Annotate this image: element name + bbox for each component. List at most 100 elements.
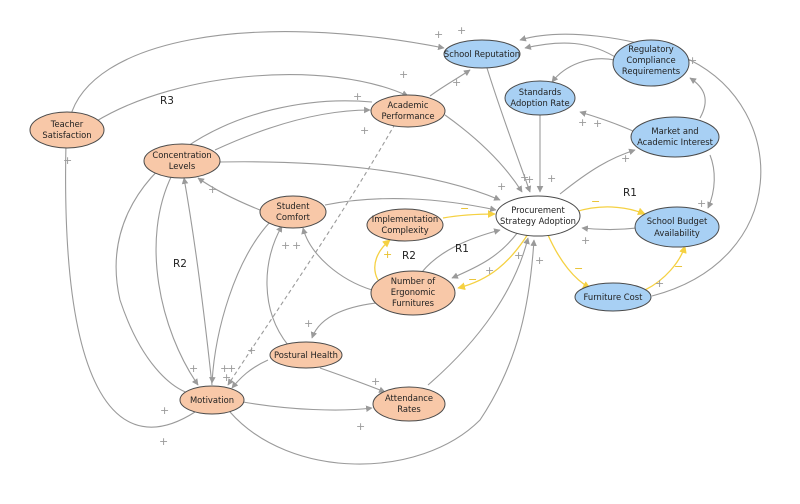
node-label: Concentration	[152, 150, 211, 160]
sign-minus-highlight: −	[674, 260, 683, 273]
link-budget-to-procurement	[581, 225, 638, 232]
nodes: School Reputation Regulatory Compliance …	[29, 39, 720, 422]
sign-plus: +	[371, 375, 380, 388]
node-regulatory-compliance[interactable]: Regulatory Compliance Requirements	[612, 39, 690, 87]
node-concentration[interactable]: Concentration Levels	[143, 143, 221, 179]
sign-plus: +	[220, 362, 229, 375]
link-motivation-to-procurement	[229, 239, 537, 465]
sign-plus: +	[688, 54, 697, 67]
node-attendance[interactable]: Attendance Rates	[372, 386, 446, 422]
sign-plus: +	[360, 124, 369, 137]
node-label: Student	[277, 201, 311, 211]
sign-plus: +	[485, 264, 494, 277]
node-standards-adoption[interactable]: Standards Adoption Rate	[504, 80, 576, 116]
node-label: Availability	[654, 228, 700, 238]
node-school-reputation[interactable]: School Reputation	[443, 39, 521, 69]
sign-plus: +	[497, 180, 506, 193]
sign-plus: +	[222, 371, 231, 384]
sign-plus: +	[520, 171, 529, 184]
sign-plus: +	[434, 28, 443, 41]
sign-plus: +	[356, 420, 365, 433]
link-academic-to-procurement	[444, 114, 523, 193]
link-comfort-to-concentration	[197, 177, 261, 211]
node-implementation[interactable]: Implementation Complexity	[366, 208, 444, 242]
sign-plus: +	[227, 362, 236, 375]
sign-plus: +	[208, 183, 217, 196]
sign-plus: +	[452, 76, 461, 89]
node-furniture-cost[interactable]: Furniture Cost	[574, 282, 652, 312]
node-market-interest[interactable]: Market and Academic Interest	[630, 116, 720, 158]
sign-plus: +	[247, 344, 256, 357]
node-student-comfort[interactable]: Student Comfort	[259, 195, 327, 229]
sign-plus: +	[525, 173, 534, 186]
node-procurement[interactable]: Procurement Strategy Adoption	[495, 195, 581, 237]
node-label: Implementation	[372, 214, 439, 224]
link-academic-to-reputation	[429, 69, 471, 97]
node-label: Adoption Rate	[510, 98, 569, 108]
node-academic-performance[interactable]: Academic Performance	[370, 94, 446, 128]
sign-plus: +	[292, 239, 301, 252]
sign-plus: +	[593, 117, 602, 130]
sign-minus-highlight: −	[468, 273, 477, 286]
sign-plus: +	[621, 152, 630, 165]
node-motivation[interactable]: Motivation	[179, 385, 245, 415]
links	[62, 31, 762, 465]
node-label: Levels	[169, 161, 195, 171]
node-label: School Budget	[647, 216, 708, 226]
sign-plus: +	[514, 249, 523, 262]
link-cost-to-reputation	[519, 33, 762, 297]
node-teacher-satisfaction[interactable]: Teacher Satisfaction	[29, 111, 105, 149]
sign-plus: +	[697, 197, 706, 210]
loop-label-r2: R2	[173, 258, 187, 270]
sign-plus: +	[547, 172, 556, 185]
link-comfort-to-motivation	[209, 221, 271, 384]
node-label: Motivation	[190, 395, 234, 405]
node-label: Furniture Cost	[584, 292, 644, 302]
sign-plus: +	[581, 234, 590, 247]
node-label: Ergonomic	[391, 287, 436, 297]
sign-plus: +	[353, 90, 362, 103]
node-postural[interactable]: Postural Health	[269, 341, 343, 369]
node-label: Teacher	[50, 119, 84, 129]
sign-plus: +	[457, 24, 466, 37]
link-motivation-to-concentration	[181, 177, 213, 386]
link-cost-to-budget	[644, 245, 687, 291]
link-academic-to-motivation-arc	[115, 100, 373, 398]
loop-label-r3: R3	[160, 95, 174, 107]
node-label: Academic	[388, 100, 429, 110]
node-budget[interactable]: School Budget Availability	[634, 206, 720, 248]
link-regulatory-to-reputation	[524, 42, 621, 61]
sign-minus-highlight: −	[460, 202, 469, 215]
link-concentration-to-motivation	[155, 174, 199, 386]
node-label: Procurement	[511, 205, 565, 215]
link-procurement-to-budget	[574, 206, 646, 216]
sign-plus: +	[535, 254, 544, 267]
link-signs: + + + + + + + + + + + + + + + + + + + + …	[63, 24, 706, 448]
link-market-to-regulatory	[689, 77, 706, 119]
link-implementation-to-procurement	[442, 210, 496, 219]
link-ergonomic-to-postural	[310, 301, 386, 339]
sign-plus: +	[189, 362, 198, 375]
loop-labels: R3 R2 R2 R1 R1	[160, 95, 637, 270]
sign-plus: +	[304, 317, 313, 330]
link-reputation-to-procurement	[486, 67, 532, 193]
node-label: Market and	[651, 126, 698, 136]
sign-plus-highlight: +	[383, 248, 392, 261]
link-concentration-to-procurement	[217, 161, 501, 201]
link-motivation-to-attendance	[242, 401, 373, 413]
node-label: Comfort	[276, 212, 311, 222]
node-label: Satisfaction	[42, 130, 91, 140]
node-label: Strategy Adoption	[500, 216, 576, 226]
node-label: Number of	[391, 276, 436, 286]
link-attendance-to-procurement	[427, 237, 530, 386]
node-label: Standards	[519, 87, 561, 97]
link-concentration-to-academic	[214, 106, 371, 151]
sign-plus: +	[281, 239, 290, 252]
node-ergonomic[interactable]: Number of Ergonomic Furnitures	[370, 270, 456, 316]
node-label: Complexity	[381, 225, 428, 235]
link-postural-to-motivation	[231, 359, 269, 389]
node-label: Academic Interest	[637, 137, 714, 147]
sign-plus: +	[63, 154, 72, 167]
sign-plus: +	[655, 277, 664, 290]
